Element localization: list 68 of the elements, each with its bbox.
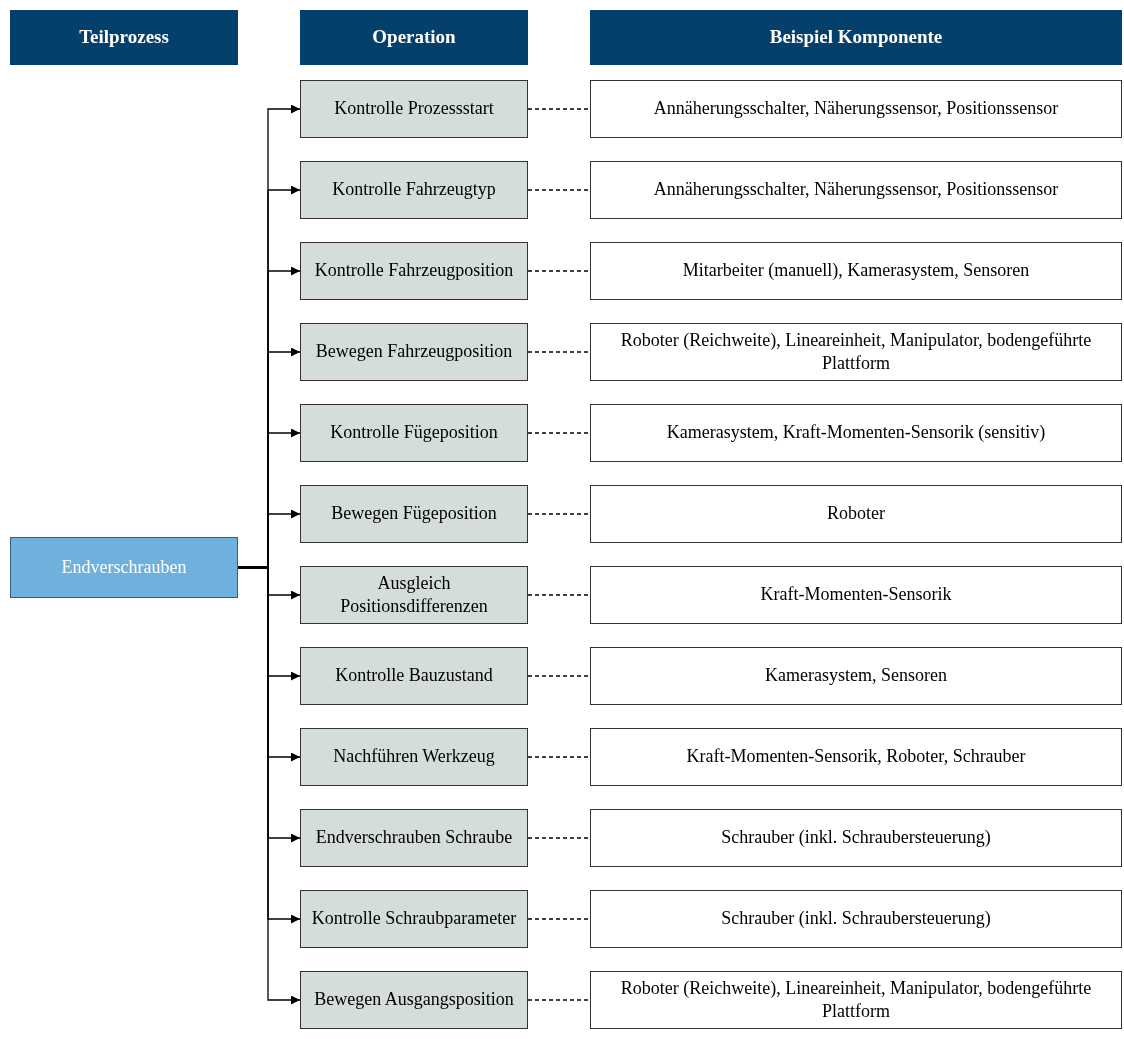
component-box [590, 485, 1122, 543]
box-label: Mitarbeiter (manuell), Kamerasystem, Sensoren [682, 259, 1030, 283]
operation-box [300, 728, 528, 786]
box-label: Roboter [827, 502, 885, 526]
process-box [10, 537, 238, 598]
component-box [590, 647, 1122, 705]
component-box [590, 566, 1122, 624]
box-label: Teilprozess [79, 25, 169, 50]
component-box [590, 242, 1122, 300]
box-label: Annäherungsschalter, Näherungssensor, Positionssensor [653, 97, 1059, 121]
box-label: Roboter (Reichweite), Lineareinheit, Manipulator, bodengeführte Plattform [619, 328, 1093, 375]
component-box [590, 404, 1122, 462]
operation-box [300, 404, 528, 462]
operation-box [300, 161, 528, 219]
operation-box [300, 323, 528, 381]
box-label: Kontrolle Bauzustand [335, 664, 493, 688]
column-header [10, 10, 238, 65]
box-label: Bewegen Ausgangsposition [314, 988, 514, 1012]
column-header [590, 10, 1122, 65]
column-header [300, 10, 528, 65]
dashed-connector [527, 918, 591, 920]
component-box [590, 728, 1122, 786]
component-box [590, 80, 1122, 138]
dashed-connector [527, 513, 591, 515]
component-box [590, 890, 1122, 948]
box-label: Annäherungsschalter, Näherungssensor, Positionssensor [653, 178, 1059, 202]
box-label: Kamerasystem, Sensoren [765, 664, 947, 688]
operation-box [300, 971, 528, 1029]
dashed-connector [527, 432, 591, 434]
operation-box [300, 242, 528, 300]
dashed-connector [527, 351, 591, 353]
dashed-connector [527, 189, 591, 191]
box-label: Kontrolle Fügeposition [330, 421, 498, 445]
box-label: Schrauber (inkl. Schraubersteuerung) [721, 907, 991, 931]
dashed-connector [527, 675, 591, 677]
box-label: Nachführen Werkzeug [333, 745, 495, 769]
box-label: Endverschrauben Schraube [315, 826, 513, 850]
operation-box [300, 485, 528, 543]
box-label: Operation [372, 25, 456, 50]
dashed-connector [527, 108, 591, 110]
box-label: Kontrolle Schraubparameter [311, 907, 517, 931]
box-label: Bewegen Fahrzeugposition [315, 340, 513, 364]
box-label: Roboter (Reichweite), Lineareinheit, Manipulator, bodengeführte Plattform [619, 976, 1093, 1023]
box-label: Ausgleich Positionsdifferenzen [339, 571, 489, 618]
operation-box [300, 566, 528, 624]
dashed-connector [527, 756, 591, 758]
dashed-connector [527, 837, 591, 839]
operation-box [300, 809, 528, 867]
component-box [590, 971, 1122, 1029]
component-box [590, 161, 1122, 219]
operation-box [300, 890, 528, 948]
box-label: Beispiel Komponente [769, 25, 943, 50]
dashed-connector [527, 999, 591, 1001]
component-box [590, 809, 1122, 867]
box-label: Kraft-Momenten-Sensorik, Roboter, Schrauber [686, 745, 1026, 769]
box-label: Kontrolle Fahrzeugtyp [332, 178, 496, 202]
box-label: Bewegen Fügeposition [331, 502, 497, 526]
box-label: Kontrolle Fahrzeugposition [314, 259, 514, 283]
box-label: Schrauber (inkl. Schraubersteuerung) [721, 826, 991, 850]
box-label: Kontrolle Prozessstart [334, 97, 494, 121]
dashed-connector [527, 270, 591, 272]
component-box [590, 323, 1122, 381]
box-label: Kraft-Momenten-Sensorik [760, 583, 952, 607]
operation-box [300, 647, 528, 705]
dashed-connector [527, 594, 591, 596]
box-label: Endverschrauben [61, 555, 187, 579]
box-label: Kamerasystem, Kraft-Momenten-Sensorik (sensitiv) [666, 421, 1046, 445]
operation-box [300, 80, 528, 138]
